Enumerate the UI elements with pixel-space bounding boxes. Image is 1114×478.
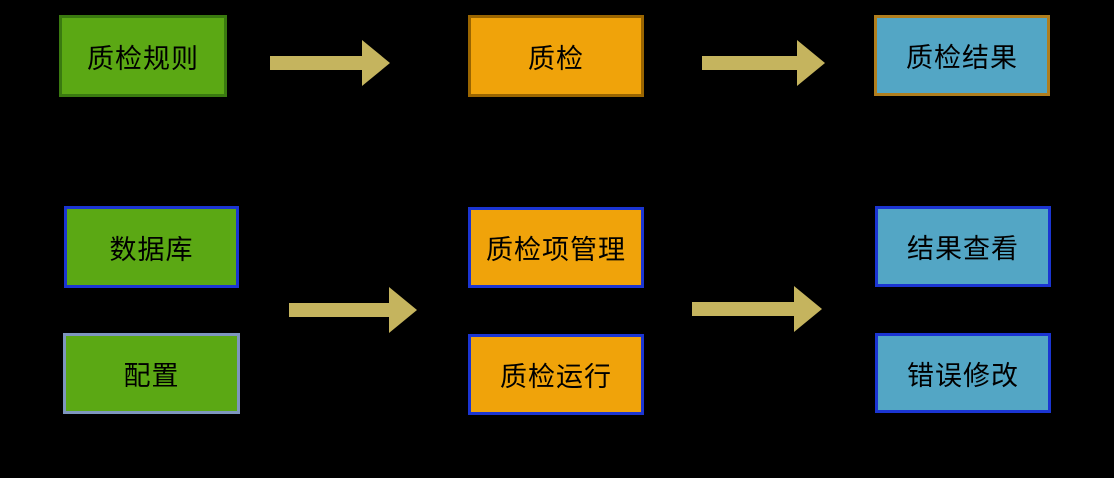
arrow-shaft bbox=[289, 303, 389, 317]
arrow-shaft bbox=[692, 302, 794, 316]
node-qc: 质检 bbox=[468, 15, 644, 97]
node-qc-run-label: 质检运行 bbox=[500, 362, 612, 392]
node-qc-item-management: 质检项管理 bbox=[468, 207, 644, 288]
node-database-label: 数据库 bbox=[109, 234, 194, 265]
node-qc-results: 质检结果 bbox=[874, 15, 1050, 96]
arrow-qc-to-qc-results bbox=[702, 40, 825, 86]
arrow-qc-modules-to-outputs bbox=[692, 286, 822, 332]
arrow-head-icon bbox=[794, 286, 822, 332]
arrow-shaft bbox=[702, 56, 797, 70]
arrow-head-icon bbox=[797, 40, 825, 86]
node-qc-run: 质检运行 bbox=[468, 334, 644, 415]
arrow-qc-rules-to-qc bbox=[270, 40, 390, 86]
node-error-fix-label: 错误修改 bbox=[907, 360, 1019, 391]
node-qc-rules: 质检规则 bbox=[59, 15, 227, 97]
node-database: 数据库 bbox=[64, 206, 239, 288]
arrow-head-icon bbox=[389, 287, 417, 333]
node-error-fix: 错误修改 bbox=[875, 333, 1051, 413]
arrow-head-icon bbox=[362, 40, 390, 86]
node-config-label: 配置 bbox=[123, 361, 180, 391]
node-qc-results-label: 质检结果 bbox=[906, 43, 1018, 73]
node-result-view: 结果查看 bbox=[875, 206, 1051, 287]
node-qc-label: 质检 bbox=[528, 43, 584, 74]
node-qc-item-management-label: 质检项管理 bbox=[486, 235, 626, 265]
arrow-inputs-to-qc-modules bbox=[289, 287, 417, 333]
node-config: 配置 bbox=[63, 333, 240, 414]
node-qc-rules-label: 质检规则 bbox=[87, 43, 199, 74]
arrow-shaft bbox=[270, 56, 362, 70]
node-result-view-label: 结果查看 bbox=[907, 234, 1019, 264]
